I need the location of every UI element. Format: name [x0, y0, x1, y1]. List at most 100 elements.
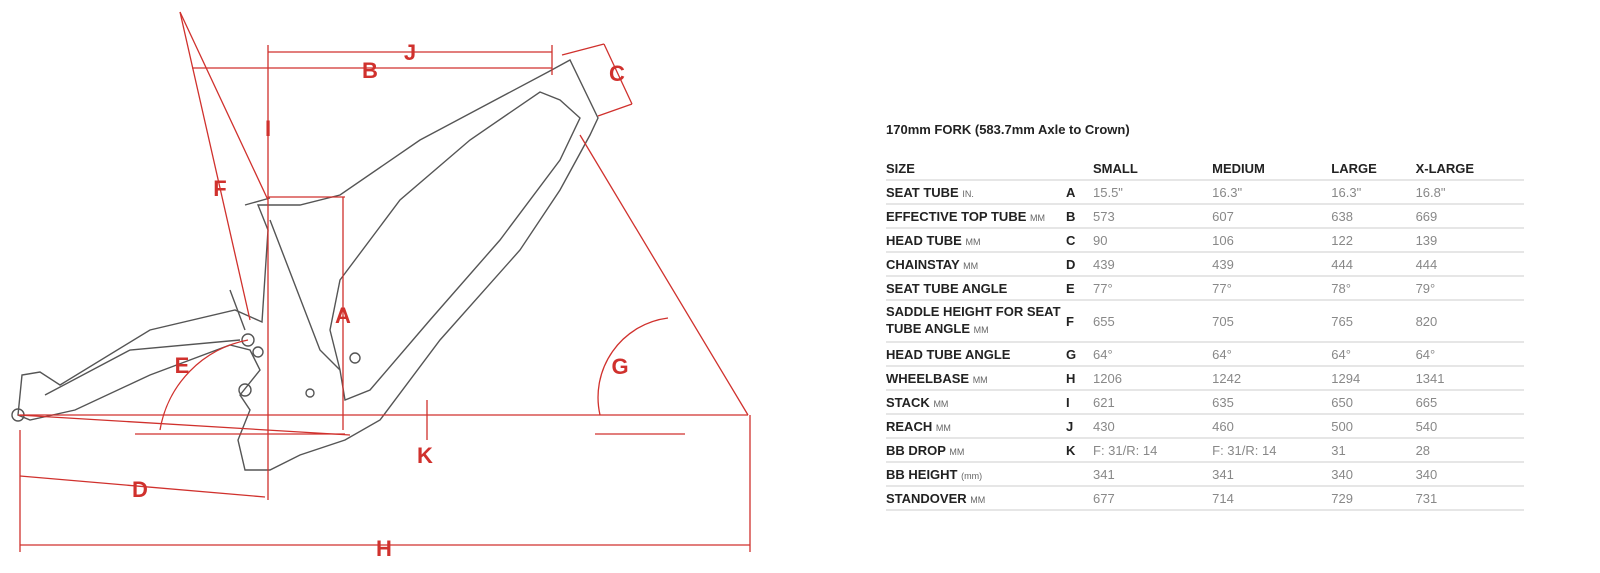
row-code: I [1066, 390, 1093, 415]
label-k: K [417, 443, 433, 468]
row-value: 106 [1212, 228, 1332, 253]
row-label: SADDLE HEIGHT FOR SEAT TUBE ANGLE MM [886, 300, 1066, 343]
dimension-labels: J B C I F A E G K D H [132, 40, 629, 561]
row-value: 714 [1212, 486, 1332, 511]
frame-geometry-diagram: J B C I F A E G K D H [11, 11, 751, 561]
row-value: 340 [1415, 462, 1524, 487]
row-value: 64° [1415, 342, 1524, 367]
row-name: STACK [886, 394, 930, 410]
label-d: D [132, 477, 148, 502]
row-value: 607 [1212, 204, 1332, 229]
row-unit: MM [965, 236, 981, 247]
row-code: A [1066, 180, 1093, 205]
row-value: 78° [1331, 276, 1416, 301]
row-code: G [1066, 342, 1093, 367]
col-large: LARGE [1331, 157, 1416, 181]
row-value: 1242 [1212, 366, 1332, 391]
row-value: F: 31/R: 14 [1093, 438, 1213, 463]
row-value: 341 [1093, 462, 1213, 487]
row-code: E [1066, 276, 1093, 301]
row-label: WHEELBASE MM [886, 366, 1066, 391]
row-label: STANDOVER MM [886, 486, 1066, 511]
row-name: STANDOVER [886, 490, 967, 506]
label-h: H [376, 536, 392, 561]
row-value: 665 [1415, 390, 1524, 415]
row-unit: MM [935, 422, 951, 433]
row-unit: MM [973, 325, 989, 335]
row-value: 621 [1093, 390, 1213, 415]
size-header: SIZE [886, 157, 1066, 181]
row-label: CHAINSTAY MM [886, 252, 1066, 277]
row-value: 430 [1093, 414, 1213, 439]
row-value: 540 [1415, 414, 1524, 439]
label-b: B [362, 58, 378, 83]
row-value: 500 [1331, 414, 1416, 439]
row-value: 444 [1331, 252, 1416, 277]
label-g: G [611, 354, 628, 379]
row-label: REACH MM [886, 414, 1066, 439]
row-code: C [1066, 228, 1093, 253]
row-code [1066, 486, 1093, 511]
row-label: STACK MM [886, 390, 1066, 415]
row-value: 64° [1212, 342, 1332, 367]
row-value: 650 [1331, 390, 1416, 415]
row-value: 64° [1093, 342, 1213, 367]
geometry-spec-table: 170mm FORK (583.7mm Axle to Crown) SIZE … [886, 122, 1524, 511]
row-code: K [1066, 438, 1093, 463]
row-name: EFFECTIVE TOP TUBE [886, 208, 1027, 224]
row-name: HEAD TUBE ANGLE [886, 346, 1011, 362]
row-value: 439 [1093, 252, 1213, 277]
row-name: HEAD TUBE [886, 232, 962, 248]
row-value: 16.8" [1415, 180, 1524, 205]
row-label: EFFECTIVE TOP TUBE MM [886, 204, 1066, 229]
row-name: BB DROP [886, 442, 946, 458]
row-label: BB HEIGHT (mm) [886, 462, 1066, 487]
row-value: 1206 [1093, 366, 1213, 391]
row-value: 439 [1212, 252, 1332, 277]
row-name: REACH [886, 418, 933, 434]
label-f: F [213, 176, 226, 201]
row-unit: MM [1030, 212, 1045, 223]
row-name: BB HEIGHT [886, 466, 958, 482]
row-value: 31 [1331, 438, 1416, 463]
row-code: F [1066, 300, 1093, 343]
row-label: HEAD TUBE ANGLE [886, 342, 1066, 367]
label-a: A [335, 303, 351, 328]
row-value: 460 [1212, 414, 1332, 439]
row-value: 573 [1093, 204, 1213, 229]
row-unit: MM [963, 260, 979, 271]
bike-frame-outline [11, 59, 599, 471]
row-unit: MM [949, 446, 965, 457]
row-value: 444 [1415, 252, 1524, 277]
row-value: 28 [1415, 438, 1524, 463]
row-value: 79° [1415, 276, 1524, 301]
row-value: 64° [1331, 342, 1416, 367]
row-label: BB DROP MM [886, 438, 1066, 463]
row-value: 1341 [1415, 366, 1524, 391]
row-value: 705 [1212, 300, 1332, 343]
dimension-lines [17, 11, 751, 552]
row-value: 77° [1212, 276, 1332, 301]
label-i: I [265, 116, 271, 141]
row-value: 635 [1212, 390, 1332, 415]
row-value: 16.3" [1212, 180, 1332, 205]
row-unit: MM [970, 494, 986, 505]
row-value: 90 [1093, 228, 1213, 253]
row-value: 820 [1415, 300, 1524, 343]
row-label: HEAD TUBE MM [886, 228, 1066, 253]
row-code [1066, 462, 1093, 487]
col-xlarge: X-LARGE [1415, 157, 1524, 181]
label-e: E [175, 353, 190, 378]
row-value: 729 [1331, 486, 1416, 511]
